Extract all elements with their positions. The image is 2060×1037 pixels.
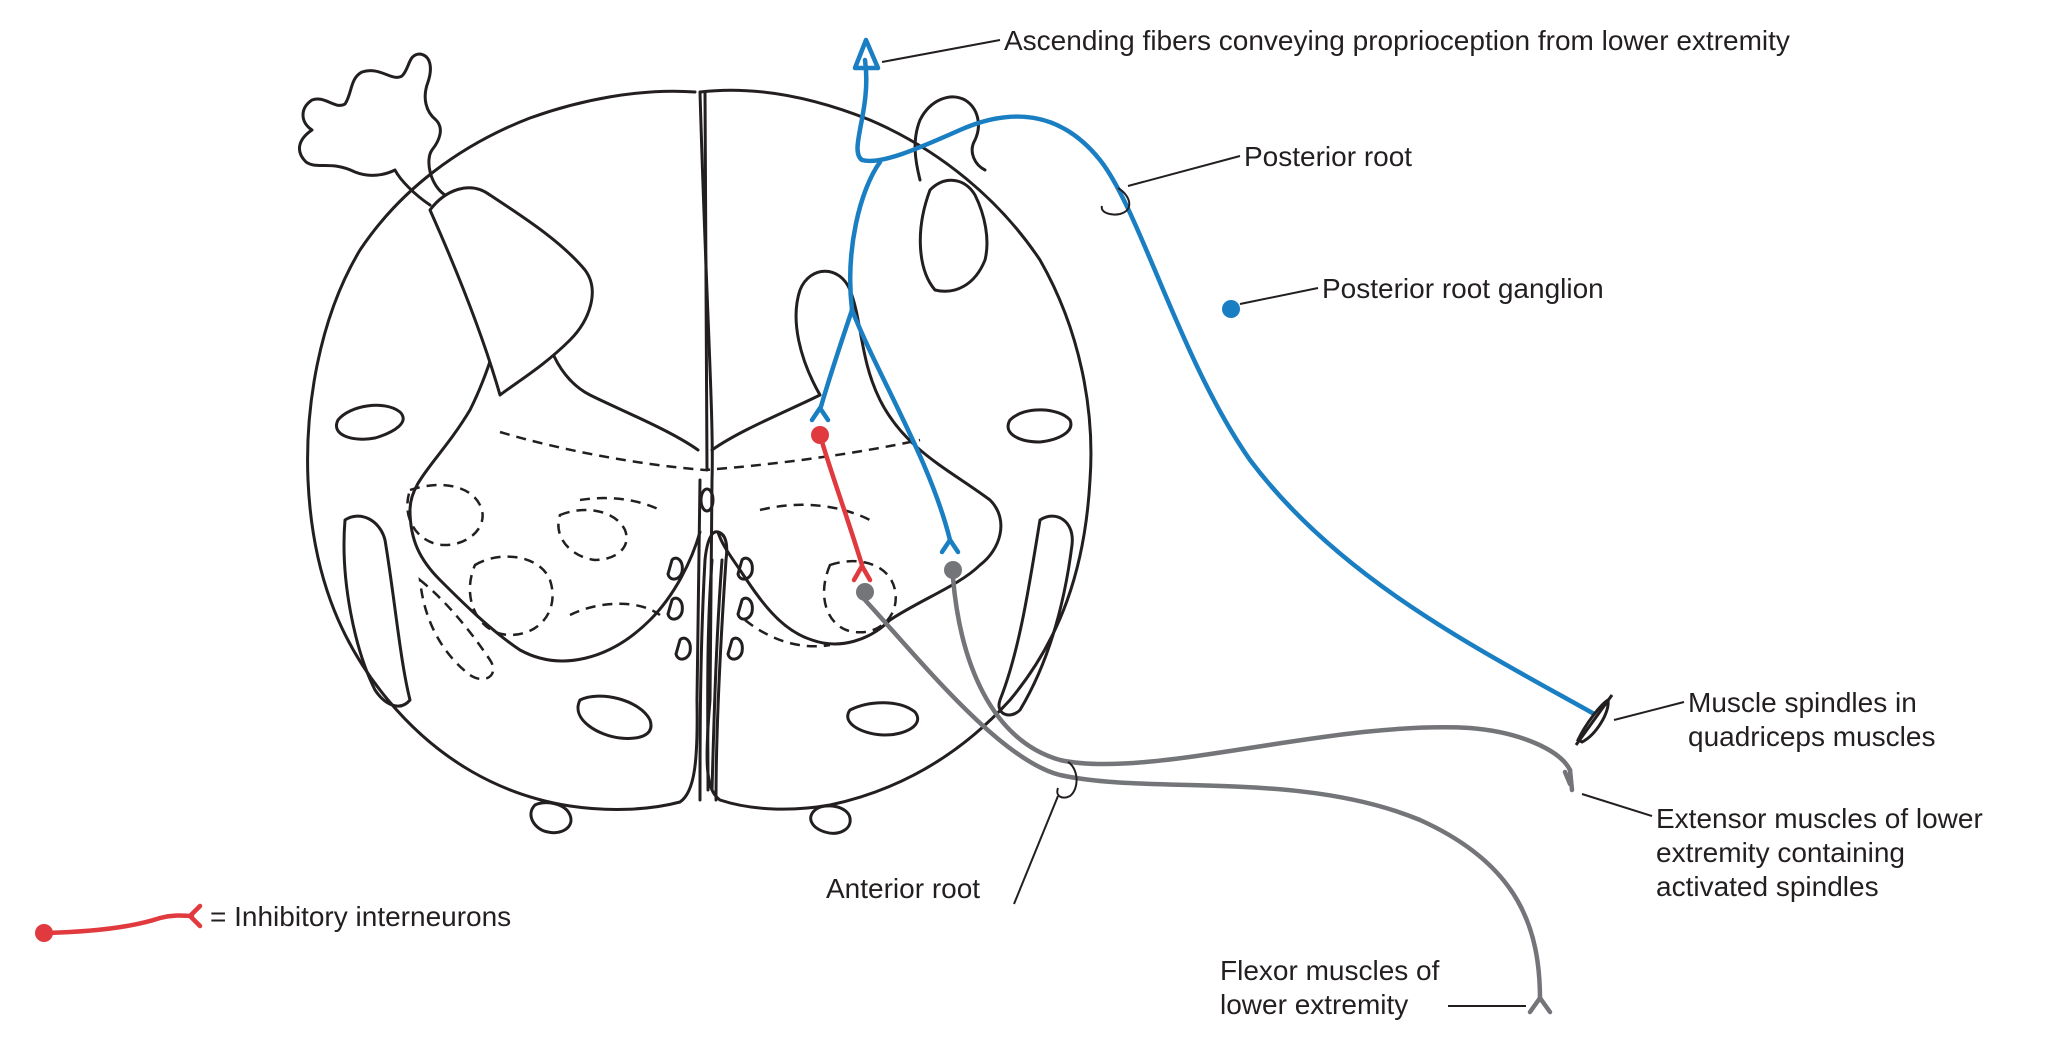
white-matter-island-right-1: [1006, 408, 1073, 444]
collateral-to-interneuron: [817, 307, 855, 413]
dorsal-root-entry-left: [428, 186, 594, 397]
dorsal-root-entry-right: [918, 179, 989, 293]
anterior-root-bracket: [1056, 761, 1078, 799]
dashed-nucleus-right-1: [822, 560, 898, 634]
dashed-nucleus-right-2: [744, 503, 871, 648]
extensor-end-fork: [1562, 767, 1575, 793]
legend-inhibitory-fork: [187, 903, 203, 929]
spinal-cord-outline: [698, 88, 1093, 811]
anterior-white-bits: [666, 556, 754, 661]
white-matter-island-left-2: [342, 514, 412, 708]
label-flexor-1: Flexor muscles of: [1220, 955, 1440, 986]
flexor-end-fork: [1527, 995, 1553, 1015]
spinal-cord-cross-section: [297, 52, 1093, 835]
legend-inhibitory-label: = Inhibitory interneurons: [210, 901, 511, 932]
legend-inhibitory-line: [41, 913, 195, 936]
grey-matter-left: [408, 270, 702, 663]
posterior-rootlet-right: [913, 95, 987, 182]
posterior-root-ganglion-cell: [1222, 300, 1240, 318]
inhibitory-cell-body: [811, 426, 829, 444]
label-extensor-3: activated spindles: [1656, 871, 1879, 902]
posterior-rootlet-left: [297, 52, 447, 207]
inhibitory-axon: [817, 432, 865, 568]
dashed-boundary-top: [499, 430, 921, 472]
fissure-inner: [706, 558, 724, 792]
leader-extensor: [1581, 793, 1653, 817]
sensory-afferent-fiber: [809, 37, 1599, 718]
muscle-spindle-icon: [1574, 694, 1614, 746]
inhibitory-interneuron: [811, 426, 873, 583]
anterior-rootlet-right: [809, 804, 852, 835]
ascending-arrowhead: [852, 37, 881, 71]
leader-spindles: [1613, 701, 1685, 721]
label-flexor-2: lower extremity: [1220, 989, 1408, 1020]
label-extensor-2: extremity containing: [1656, 837, 1905, 868]
label-ascending-fibers: Ascending fibers conveying proprioceptio…: [1004, 25, 1790, 56]
white-matter-island-left-1: [335, 403, 405, 441]
anterior-rootlet-left: [529, 801, 573, 835]
inhibitory-synapse-fork: [851, 563, 873, 583]
central-canal: [699, 487, 715, 513]
flexor-motor-neuron: [856, 583, 874, 601]
label-muscle-spindles-1: Muscle spindles in: [1688, 687, 1917, 718]
extensor-motor-neuron: [944, 561, 962, 579]
collateral-main: [848, 159, 883, 313]
leader-posterior-root: [1127, 155, 1241, 187]
synapse-fork-interneuron: [809, 405, 831, 423]
white-matter-island-left-3: [576, 694, 653, 740]
ascending-fiber-path: [855, 57, 1599, 718]
label-posterior-root: Posterior root: [1244, 141, 1412, 172]
posterior-root-bracket: [1100, 187, 1131, 216]
white-matter-island-right-3: [846, 701, 919, 737]
white-matter-island-right-2: [997, 514, 1074, 717]
leader-anterior-root: [1013, 795, 1059, 905]
flexor-motor-axon: [862, 597, 1543, 1003]
posterior-median-sulcus: [703, 90, 709, 472]
synapse-fork-motor: [939, 537, 961, 555]
legend-inhibitory-cell-body: [35, 924, 53, 942]
dashed-nucleus-left-4: [557, 508, 628, 562]
motor-efferent-fibers: [856, 561, 1575, 1015]
dashed-nucleus-left-2: [468, 555, 554, 637]
dashed-nucleus-mid: [569, 496, 661, 617]
label-anterior-root: Anterior root: [826, 873, 980, 904]
grey-matter-right: [710, 269, 1003, 646]
leader-ganglion: [1239, 287, 1319, 305]
extensor-motor-axon: [950, 575, 1573, 773]
dashed-nucleus-left-1: [406, 483, 484, 547]
label-muscle-spindles-2: quadriceps muscles: [1688, 721, 1935, 752]
dashed-nucleus-left-3: [418, 577, 495, 681]
leader-ascending: [881, 39, 1001, 63]
left-cord-outline: [306, 89, 702, 811]
collateral-to-motor: [849, 307, 953, 543]
label-extensor-1: Extensor muscles of lower: [1656, 803, 1983, 834]
legend: = Inhibitory interneurons: [35, 901, 511, 942]
label-posterior-root-ganglion: Posterior root ganglion: [1322, 273, 1604, 304]
